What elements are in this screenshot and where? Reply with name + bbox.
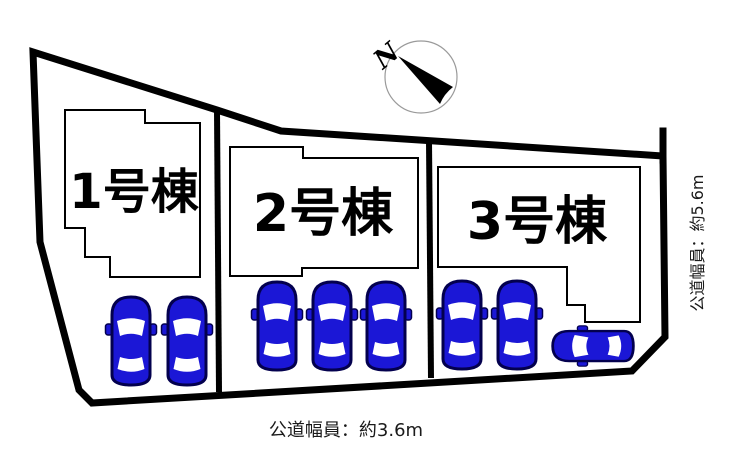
building-1-label: 1号棟	[69, 164, 199, 220]
car-top-icon	[490, 279, 544, 371]
car-top-icon	[250, 280, 304, 372]
building-3-label: 3号棟	[467, 192, 608, 252]
building-2-label: 2号棟	[253, 184, 394, 244]
road-width-label-right: 公道幅員：約5.6m	[688, 174, 707, 311]
building-1-footprint	[64, 109, 201, 278]
car-top-icon	[104, 295, 158, 387]
north-arrow-icon: N	[367, 36, 458, 114]
north-label: N	[367, 36, 406, 76]
car-top-icon	[551, 324, 635, 368]
plot-boundary	[29, 47, 669, 407]
north-arrow-needle	[398, 56, 453, 104]
car-top-icon	[305, 280, 359, 372]
car-top-icon	[160, 295, 214, 387]
building-2-footprint	[229, 146, 419, 277]
road-width-label-bottom: 公道幅員：約3.6m	[269, 420, 423, 441]
car-top-icon	[359, 280, 413, 372]
lot-divider-1	[214, 109, 222, 393]
lot-divider-2	[426, 140, 434, 379]
north-arrow-circle	[384, 40, 458, 114]
car-top-icon	[435, 279, 489, 371]
building-3-footprint	[437, 166, 641, 323]
